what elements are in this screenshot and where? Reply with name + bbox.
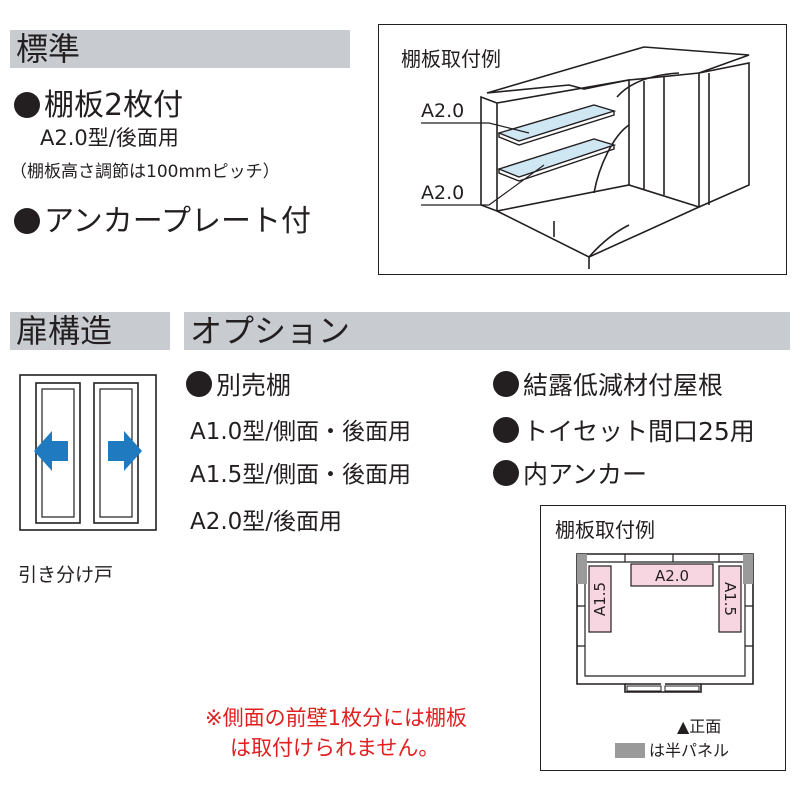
note-line-1: ※側面の前壁1枚分には棚板 (205, 706, 467, 730)
shelf-label-lower: A2.0 (421, 182, 464, 204)
shelf-back-a20 (630, 563, 714, 587)
shelf-left-a15 (588, 565, 612, 633)
bullet-icon (14, 208, 40, 234)
sliding-door-illustration (19, 374, 157, 531)
shelf-label-right: A1.5 (721, 582, 739, 616)
shelf-right-a15 (718, 565, 742, 633)
option-separate-shelf: 別売棚 (186, 366, 291, 402)
legend-front: ▲正面 (677, 717, 722, 736)
shelf-lower (496, 138, 617, 178)
shelf-example-box-bottom: 棚板取付例 A2.0 A1.5 A1.5 ▲正面 は半パネル (540, 505, 786, 771)
bullet-icon (493, 417, 519, 443)
arrow-right-icon (108, 431, 142, 471)
option-shelf-a10: A1.0型/側面・後面用 (190, 419, 412, 445)
shelf-example-box-top: 棚板取付例 (378, 24, 787, 275)
half-panel-swatch (615, 743, 645, 758)
shelf-example-title-top: 棚板取付例 (401, 47, 501, 71)
shelf-label-upper: A2.0 (421, 100, 464, 122)
shelf-example-title-bottom: 棚板取付例 (555, 518, 655, 542)
shelf-label-left: A1.5 (591, 582, 609, 616)
note-line-2: は取付けられません。 (230, 736, 440, 760)
arrow-left-icon (34, 431, 68, 471)
option-toiset: トイセット間口25用 (493, 412, 755, 448)
standard-item-shelf-type: A2.0型/後面用 (40, 126, 179, 150)
door-caption: 引き分け戸 (18, 564, 114, 586)
shelf-upper (496, 104, 617, 142)
bullet-icon (493, 460, 519, 486)
option-inner-anchor: 内アンカー (493, 455, 647, 491)
shed-plan-view: A2.0 A1.5 A1.5 (576, 553, 754, 693)
half-panel-right (743, 554, 753, 584)
option-shelf-a20: A2.0型/後面用 (190, 509, 343, 535)
standard-item-anchor: アンカープレート付 (14, 196, 311, 240)
door-heading-text: 扉構造 (16, 312, 113, 350)
options-heading-text: オプション (190, 312, 351, 350)
options-heading: オプション (184, 312, 790, 350)
option-roof: 結露低減材付屋根 (493, 366, 723, 402)
half-panel-left (577, 554, 587, 584)
shed-interior-illustration: A2.0 A2.0 (421, 46, 750, 269)
bullet-icon (186, 371, 212, 397)
standard-heading-text: 標準 (16, 30, 81, 68)
option-shelf-a15: A1.5型/側面・後面用 (190, 462, 412, 488)
standard-item-shelves: 棚板2枚付 (14, 80, 183, 124)
shelf-label-back: A2.0 (655, 567, 689, 585)
standard-heading: 標準 (10, 30, 350, 68)
standard-item-shelf-pitch: （棚板高さ調節は100mmピッチ） (10, 162, 280, 182)
legend-half-panel: は半パネル (615, 737, 729, 761)
bullet-icon (14, 92, 40, 118)
door-heading: 扉構造 (10, 312, 170, 350)
bullet-icon (493, 371, 519, 397)
